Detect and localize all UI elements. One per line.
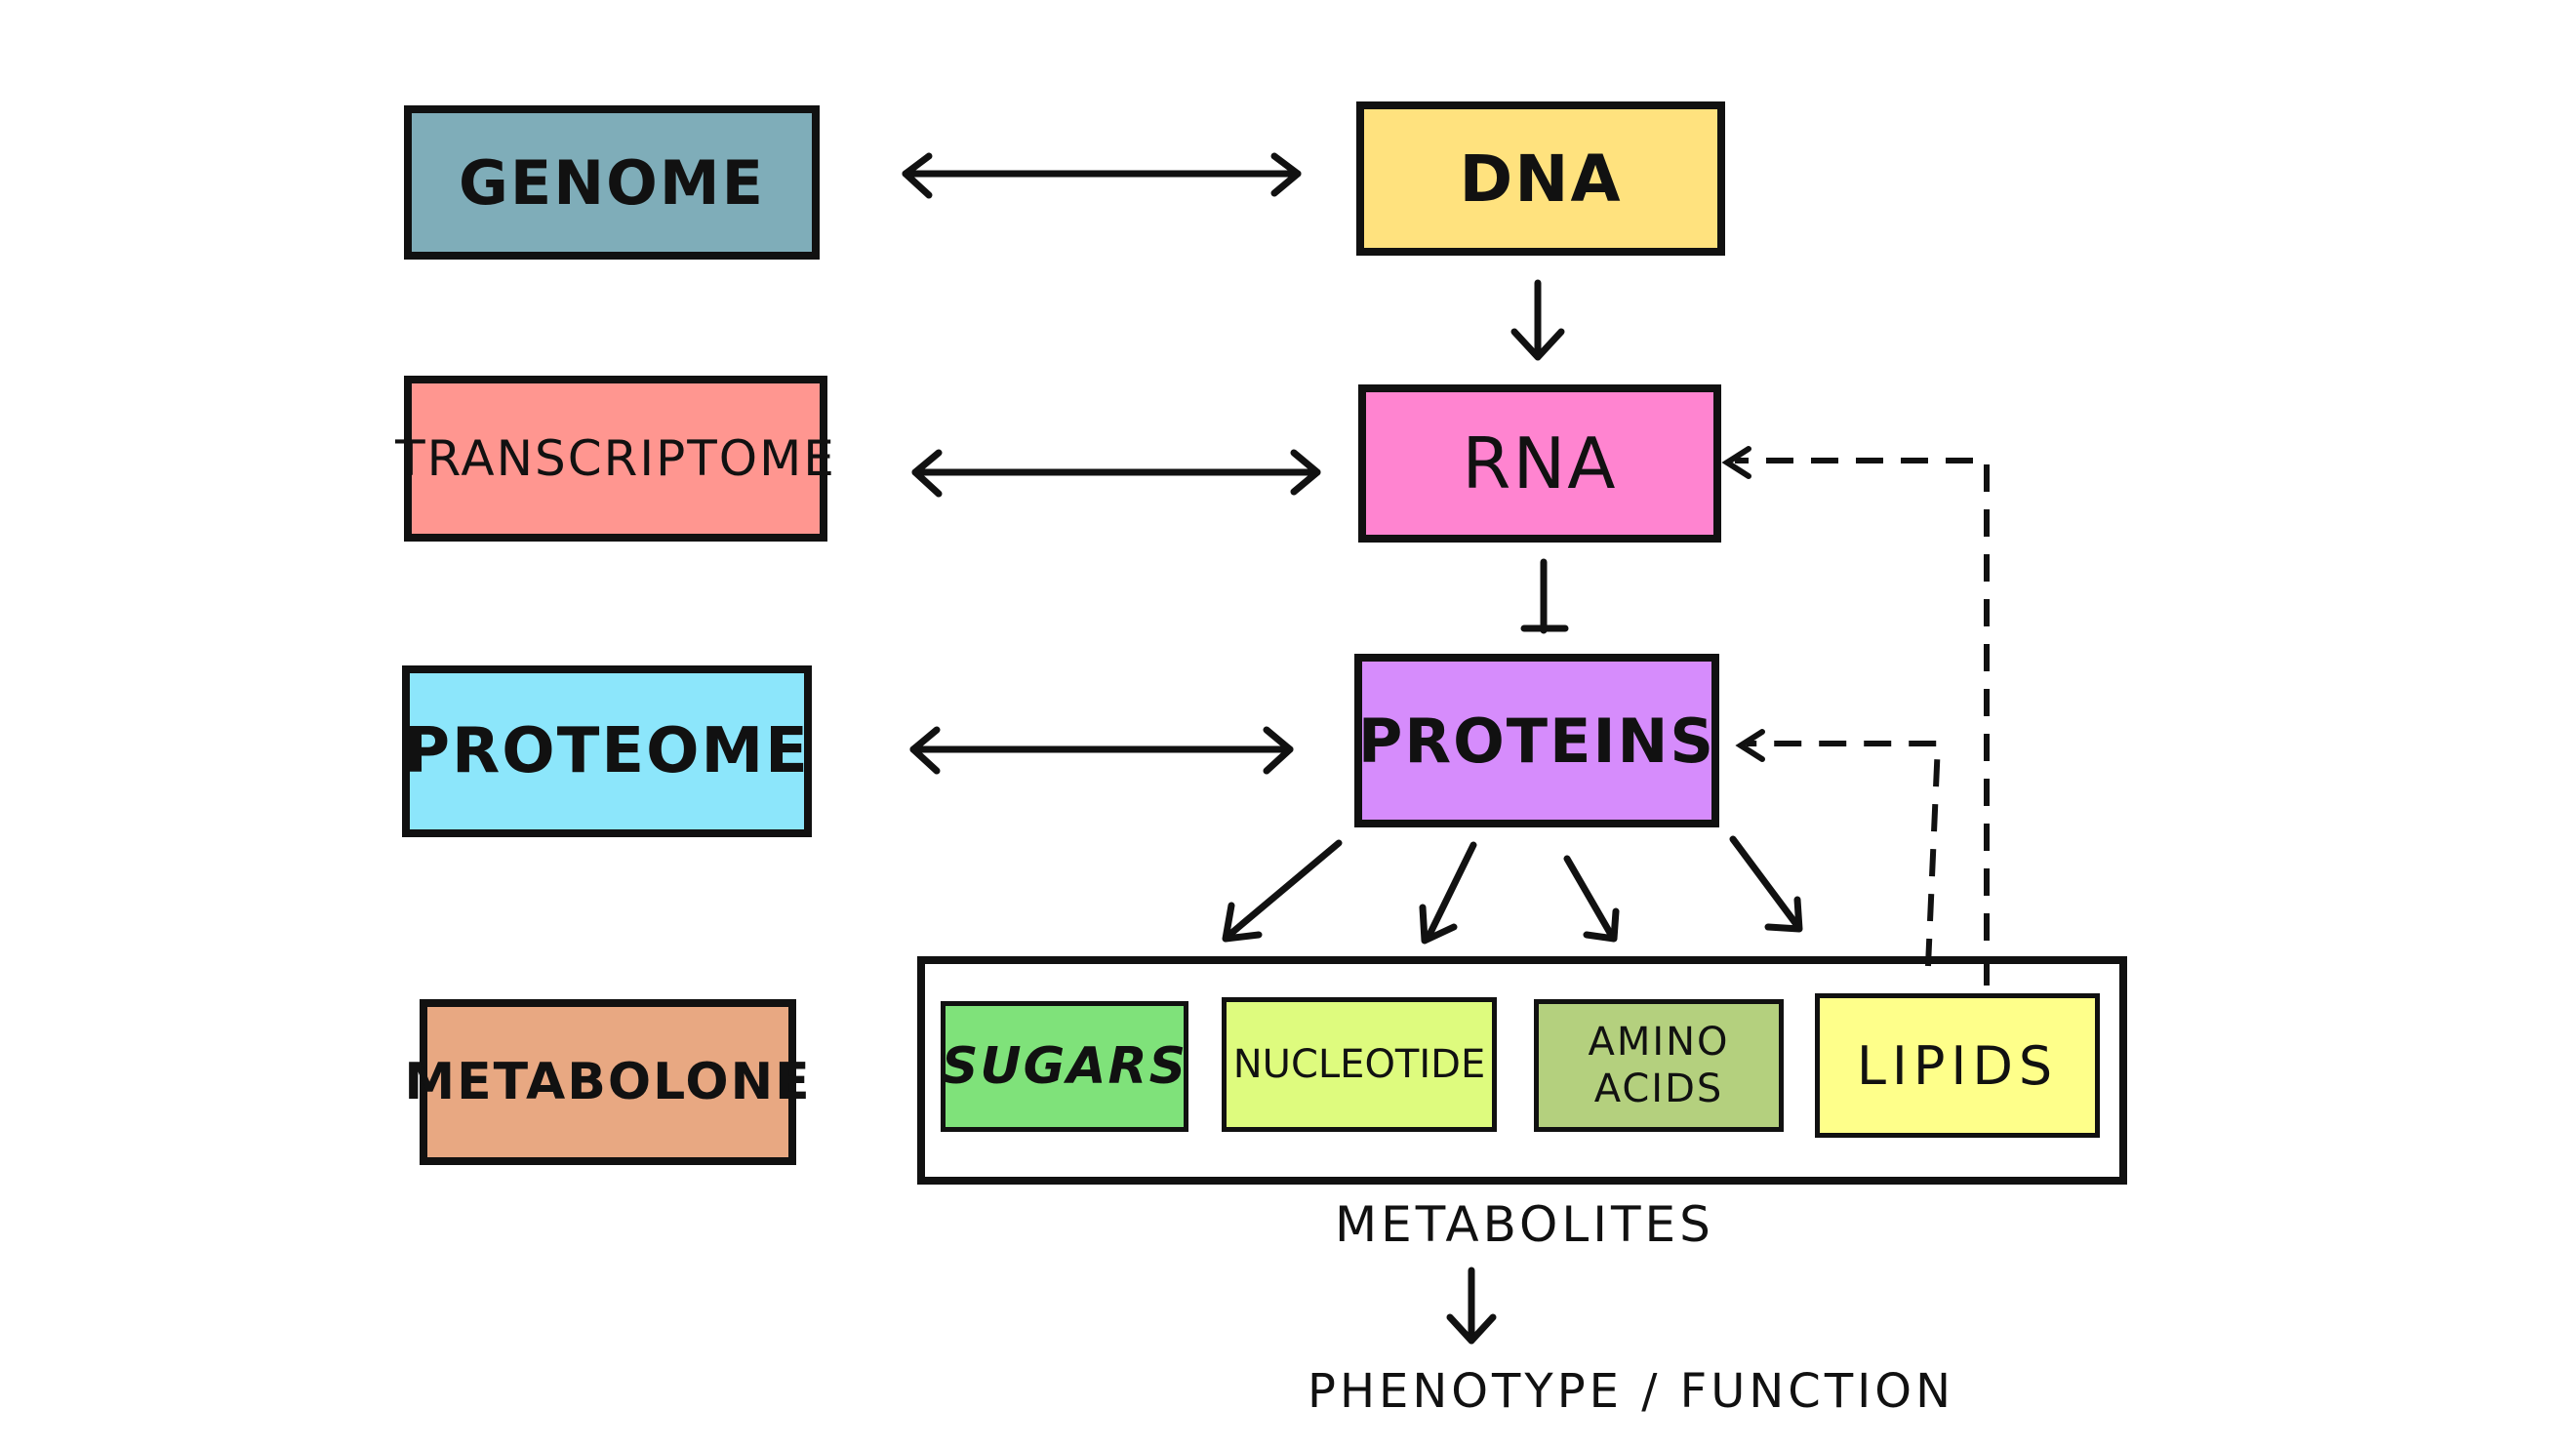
sugars-box: SUGARS [941,1001,1188,1132]
lipids-to-rna-feedback-arrow [1735,458,1990,986]
dna-box: DNA [1356,101,1725,256]
amino-acids-box: AMINO ACIDS [1534,999,1784,1132]
proteins-to-nucleotide-arrow [1419,841,1477,945]
metabolome-box: METABOLONE [404,999,810,1165]
genome-dna-double-arrow [902,152,1302,199]
rna-feedback-arrowhead [1721,446,1751,479]
nucleotide-label: NUCLEOTIDE [1232,1042,1486,1087]
proteins-label: PROTEINS [1357,704,1716,777]
genome-box: GENOME [404,105,820,260]
lipids-label: LIPIDS [1856,1034,2059,1097]
amino-acids-label: AMINO ACIDS [1588,1020,1730,1111]
proteins-to-lipids-arrow [1729,835,1803,933]
proteome-box: PROTEOME [402,665,812,837]
proteins-to-amino-acids-arrow [1563,855,1620,943]
sugars-label: SUGARS [941,1037,1188,1096]
proteins-box: PROTEINS [1354,654,1719,827]
proteins-feedback-arrowhead [1735,729,1765,762]
dna-to-rna-arrow [1510,279,1565,361]
phenotype-function-label: PHENOTYPE / FUNCTION [1308,1364,1954,1419]
metabolome-label: METABOLONE [404,1053,812,1111]
nucleotide-box: NUCLEOTIDE [1222,997,1497,1132]
transcriptome-box: TRANSCRIPTOME [395,376,834,542]
rna-label: RNA [1462,423,1618,504]
lipids-box: LIPIDS [1815,993,2100,1138]
metabolites-to-phenotype-arrow [1446,1267,1497,1345]
genome-label: GENOME [459,146,765,219]
rna-box: RNA [1358,384,1721,543]
dna-label: DNA [1459,141,1623,217]
proteome-label: PROTEOME [404,715,810,787]
proteome-proteins-double-arrow [909,726,1294,775]
rna-to-proteins-arrow [1520,558,1569,634]
metabolites-caption: METABOLITES [1335,1196,1714,1253]
proteins-to-sugars-arrow [1222,839,1343,943]
transcriptome-rna-double-arrow [911,449,1321,498]
lipids-to-proteins-feedback-arrow [1747,741,1942,967]
transcriptome-label: TRANSCRIPTOME [395,430,836,487]
